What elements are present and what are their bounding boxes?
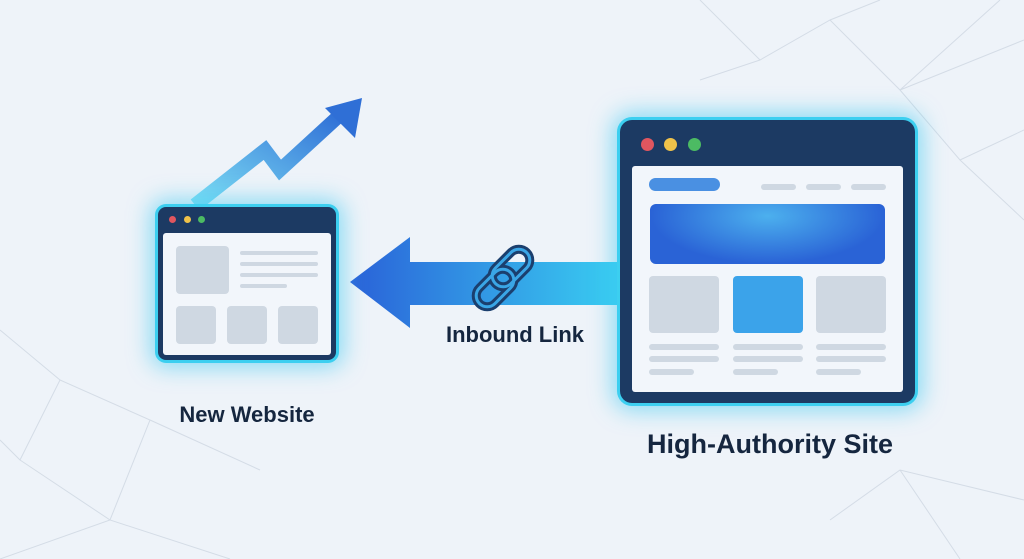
minimize-dot: [664, 138, 677, 151]
maximize-dot: [688, 138, 701, 151]
high-authority-window: [620, 120, 915, 403]
minimize-dot: [184, 216, 191, 223]
new-website-window: [158, 207, 336, 360]
inbound-link-label: Inbound Link: [445, 322, 585, 347]
growth-arrow-icon: [190, 98, 362, 211]
window-content: [632, 166, 903, 392]
new-website-label: New Website: [179, 402, 315, 427]
close-dot: [641, 138, 654, 151]
window-content: [163, 233, 331, 355]
link-chain-icon: [471, 244, 535, 312]
close-dot: [169, 216, 176, 223]
high-authority-label: High-Authority Site: [647, 429, 893, 459]
maximize-dot: [198, 216, 205, 223]
